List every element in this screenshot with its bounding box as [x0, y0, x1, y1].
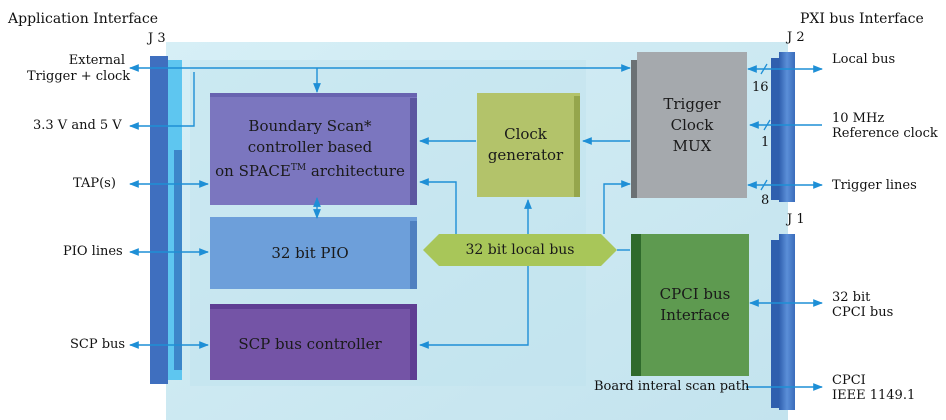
cpci-bus-interface: CPCI bus Interface: [641, 234, 749, 376]
boundary-line3-b: architecture: [306, 162, 405, 180]
scp-bus-controller: SCP bus controller: [238, 334, 382, 353]
boundary-line3: on SPACETM architecture: [215, 158, 405, 182]
clock-generator: Clock generator: [477, 93, 574, 197]
reference-clock-line1: 10 MHz: [832, 111, 885, 126]
signal-lines: [129, 64, 823, 391]
connector-j3: [150, 56, 182, 384]
boundary-line2: controller based: [247, 138, 373, 156]
scp-bus-label: SCP bus: [70, 337, 126, 352]
local-bus-block: 32 bit local bus: [465, 241, 575, 258]
trigger-mux-shape: [631, 52, 747, 198]
mux-line3: MUX: [672, 136, 712, 155]
cpci-interface-shape: [631, 234, 749, 376]
cpci-line1: CPCI bus: [659, 285, 731, 303]
clock-generator-shape: [477, 93, 580, 197]
connector-j2-label: J 2: [787, 30, 805, 45]
ieee-label-line1: CPCI: [832, 373, 866, 388]
boundary-line3-a: on SPACE: [215, 162, 291, 180]
clock-line2: generator: [487, 146, 564, 164]
cpci-bus-line2: CPCI bus: [832, 305, 894, 320]
application-interface-header: Application Interface: [8, 11, 158, 27]
connector-j3-label: J 3: [148, 31, 166, 46]
pxi-bus-interface-header: PXI bus Interface: [800, 11, 924, 27]
cpci-bus-line1: 32 bit: [832, 290, 871, 305]
bus-width-marks: [760, 63, 771, 191]
external-trigger-line2: Trigger + clock: [27, 69, 131, 84]
mux-line1: Trigger: [663, 94, 721, 113]
pio-block-shape: [210, 217, 417, 289]
boundary-line1: Boundary Scan*: [248, 117, 372, 135]
trigger-lines-label: Trigger lines: [832, 178, 917, 193]
local-bus-label: Local bus: [832, 52, 896, 67]
power-label: 3.3 V and 5 V: [33, 118, 122, 133]
reference-clock-line2: Reference clock: [832, 126, 938, 141]
connector-j1: [771, 234, 795, 410]
clock-line1: Clock: [504, 125, 547, 143]
bus-width-1: 1: [761, 135, 770, 150]
pio-lines-label: PIO lines: [63, 244, 123, 259]
tap-label: TAP(s): [73, 176, 116, 191]
connector-j2: [771, 52, 795, 202]
trademark-sup: TM: [290, 163, 307, 173]
pio-block: 32 bit PIO: [271, 243, 349, 262]
bus-width-8: 8: [761, 193, 770, 208]
scp-block-shape: [210, 304, 417, 380]
bus-width-16: 16: [752, 80, 769, 95]
cpci-line2: Interface: [660, 306, 730, 324]
trigger-clock-mux: Trigger Clock MUX: [637, 52, 747, 198]
boundary-scan-block-shape: [210, 93, 417, 205]
ieee-label-line2: IEEE 1149.1: [832, 388, 916, 403]
board-scan-path-label: Board interal scan path: [594, 379, 750, 394]
mux-line2: Clock: [670, 115, 714, 134]
local-bus-shape: [423, 234, 617, 266]
external-trigger-line1: External: [68, 53, 125, 68]
boundary-scan-controller: Boundary Scan* controller based on SPACE…: [210, 93, 410, 205]
external-trigger-label: External: [56, 53, 125, 69]
connector-j1-label: J 1: [787, 212, 805, 227]
